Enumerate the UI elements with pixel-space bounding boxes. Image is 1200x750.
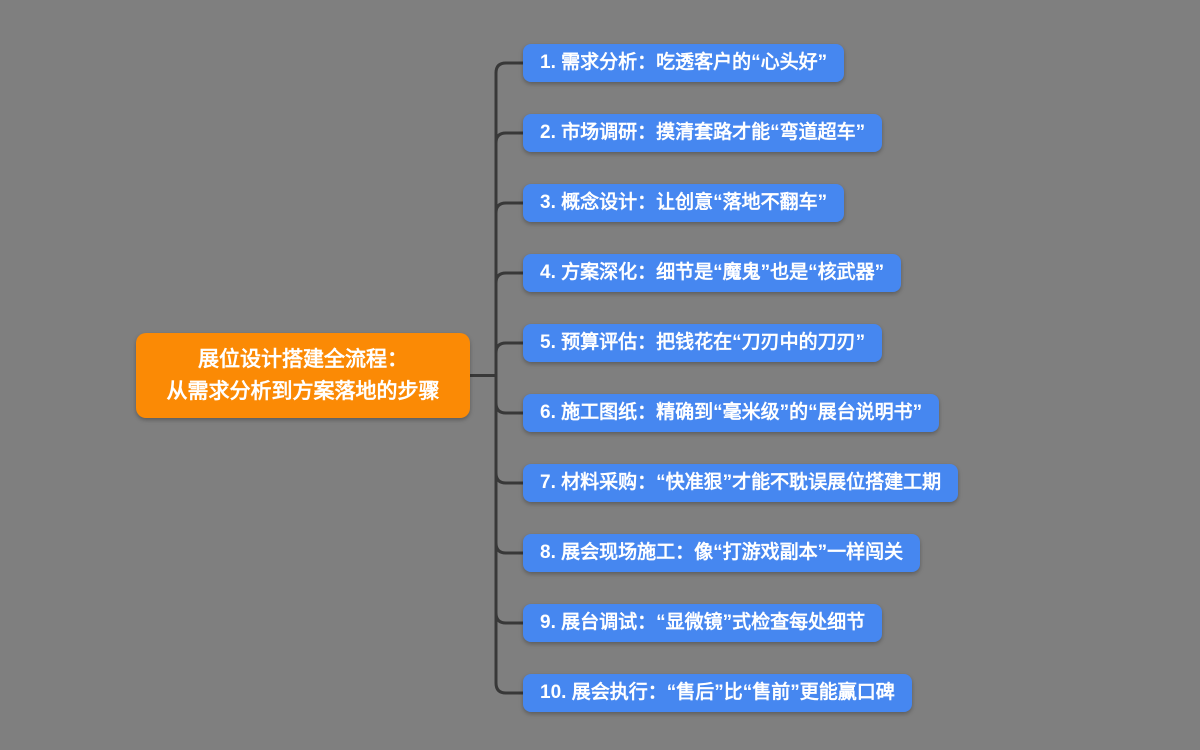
branch-node-9[interactable]: 9. 展台调试：“显微镜”式检查每处细节 [523, 604, 883, 642]
branch-node-8[interactable]: 8. 展会现场施工：像“打游戏副本”一样闯关 [523, 534, 921, 572]
branch-node-4[interactable]: 4. 方案深化：细节是“魔鬼”也是“核武器” [523, 254, 902, 292]
branch-node-10[interactable]: 10. 展会执行：“售后”比“售前”更能赢口碑 [523, 674, 912, 712]
root-title-line2: 从需求分析到方案落地的步骤 [166, 379, 440, 403]
branch-node-1[interactable]: 1. 需求分析：吃透客户的“心头好” [523, 44, 845, 82]
branch-node-5[interactable]: 5. 预算评估：把钱花在“刀刃中的刀刃” [523, 324, 883, 362]
branch-node-2[interactable]: 2. 市场调研：摸清套路才能“弯道超车” [523, 114, 883, 152]
root-title-line1: 展位设计搭建全流程： [198, 347, 408, 371]
branch-node-6[interactable]: 6. 施工图纸：精确到“毫米级”的“展台说明书” [523, 394, 940, 432]
branch-node-7[interactable]: 7. 材料采购：“快准狠”才能不耽误展位搭建工期 [523, 464, 959, 502]
root-node[interactable]: 展位设计搭建全流程： 从需求分析到方案落地的步骤 [136, 333, 470, 418]
branch-node-3[interactable]: 3. 概念设计：让创意“落地不翻车” [523, 184, 845, 222]
